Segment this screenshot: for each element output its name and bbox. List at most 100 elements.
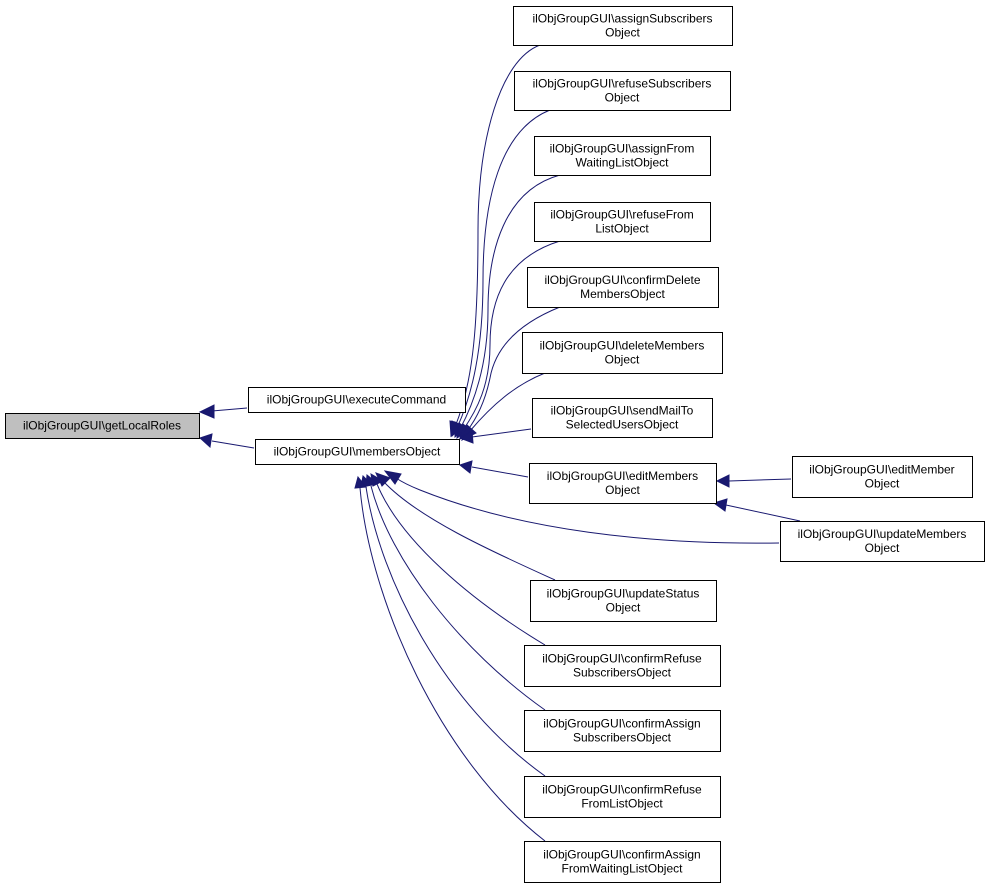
node-box[interactable]	[780, 521, 985, 562]
node-box[interactable]	[524, 645, 721, 687]
edge-membersObject-to-getLocalRoles	[199, 433, 255, 449]
edge-arrowhead	[715, 474, 730, 488]
node-box[interactable]	[255, 439, 460, 465]
edge-arrowhead	[199, 433, 213, 448]
edge-line	[459, 174, 561, 430]
node-box[interactable]	[534, 136, 711, 176]
node-label-line: ListObject	[595, 222, 649, 236]
edge-editMemberObject-to-editMembersObject	[715, 474, 792, 488]
node-box[interactable]	[524, 841, 721, 883]
node-getLocalRoles[interactable]: ilObjGroupGUI\getLocalRoles	[5, 413, 200, 439]
node-label-line: ilObjGroupGUI\confirmRefuse	[542, 652, 702, 666]
node-label-line: ilObjGroupGUI\confirmAssign	[543, 848, 700, 862]
edge-arrowhead	[458, 430, 474, 444]
edge-line	[370, 485, 546, 711]
nodes-layer: ilObjGroupGUI\getLocalRoles ilObjGroupGUI…	[5, 6, 985, 883]
node-box[interactable]	[5, 413, 200, 439]
node-label-line: ilObjGroupGUI\assignSubscribers	[532, 12, 712, 26]
node-box[interactable]	[792, 456, 973, 498]
edge-updateMembersObject-to-editMembersObject	[712, 498, 801, 522]
edge-line	[211, 407, 248, 412]
node-label-line: ilObjGroupGUI\getLocalRoles	[23, 419, 181, 433]
edge-line	[466, 306, 561, 432]
node-label-line: SubscribersObject	[573, 666, 672, 680]
node-label-line: Object	[605, 353, 640, 367]
edge-line	[359, 487, 546, 842]
node-confirmRefuseFromListObject[interactable]: ilObjGroupGUI\confirmRefuseFromListObjec…	[524, 776, 721, 818]
edge-line	[456, 109, 551, 429]
node-box[interactable]	[529, 463, 717, 504]
node-label-line: Object	[865, 477, 900, 491]
node-label-line: ilObjGroupGUI\editMember	[809, 463, 954, 477]
node-confirmAssignFromWaitingListObject[interactable]: ilObjGroupGUI\confirmAssignFromWaitingLi…	[524, 841, 721, 883]
edge-confirmAssignFromWaitingListObject-to-membersObject	[354, 475, 546, 842]
node-label-line: ilObjGroupGUI\membersObject	[274, 445, 441, 459]
node-confirmAssignSubscribersObject[interactable]: ilObjGroupGUI\confirmAssignSubscribersOb…	[524, 710, 721, 752]
edge-line	[376, 483, 546, 646]
edge-confirmAssignSubscribersObject-to-membersObject	[365, 474, 546, 711]
edge-arrowhead	[712, 498, 728, 512]
edge-line	[469, 372, 546, 432]
edge-line	[454, 44, 541, 428]
edges-layer	[198, 44, 801, 842]
node-label-line: SubscribersObject	[573, 731, 672, 745]
node-box[interactable]	[530, 580, 717, 622]
edge-line	[395, 477, 780, 544]
node-confirmRefuseSubscribersObject[interactable]: ilObjGroupGUI\confirmRefuseSubscribersOb…	[524, 645, 721, 687]
node-assignFromWaitingListObject[interactable]: ilObjGroupGUI\assignFromWaitingListObjec…	[534, 136, 711, 176]
edge-arrowhead	[198, 404, 215, 419]
node-label-line: FromListObject	[581, 797, 663, 811]
node-membersObject[interactable]: ilObjGroupGUI\membersObject	[255, 439, 460, 465]
node-box[interactable]	[514, 71, 731, 111]
edge-line	[365, 486, 546, 777]
node-box[interactable]	[532, 398, 713, 438]
node-box[interactable]	[524, 710, 721, 752]
node-label-line: ilObjGroupGUI\refuseSubscribers	[533, 77, 712, 91]
node-label-line: ilObjGroupGUI\confirmRefuse	[542, 783, 702, 797]
node-box[interactable]	[524, 776, 721, 818]
edge-line	[725, 504, 801, 522]
node-label-line: SelectedUsersObject	[566, 418, 679, 432]
edge-arrowhead	[354, 475, 367, 489]
node-label-line: ilObjGroupGUI\updateMembers	[798, 527, 967, 541]
edge-arrowhead	[458, 460, 473, 474]
edge-line	[728, 478, 792, 482]
edge-line	[211, 440, 255, 449]
node-box[interactable]	[522, 332, 723, 374]
node-label-line: ilObjGroupGUI\deleteMembers	[540, 339, 705, 353]
node-label-line: ilObjGroupGUI\sendMailTo	[551, 404, 694, 418]
node-label-line: Object	[605, 26, 640, 40]
edge-line	[471, 466, 529, 478]
node-label-line: Object	[605, 483, 640, 497]
node-box[interactable]	[248, 387, 466, 413]
node-label-line: Object	[606, 601, 641, 615]
node-label-line: Object	[605, 91, 640, 105]
node-label-line: ilObjGroupGUI\editMembers	[547, 469, 698, 483]
node-box[interactable]	[534, 202, 711, 242]
edge-confirmRefuseSubscribersObject-to-membersObject	[370, 473, 546, 646]
node-label-line: ilObjGroupGUI\assignFrom	[550, 142, 695, 156]
edge-executeCommand-to-getLocalRoles	[198, 404, 248, 419]
node-executeCommand[interactable]: ilObjGroupGUI\executeCommand	[248, 387, 466, 413]
node-label-line: MembersObject	[580, 287, 665, 301]
node-label-line: ilObjGroupGUI\refuseFrom	[550, 208, 693, 222]
node-box[interactable]	[527, 267, 719, 308]
node-label-line: ilObjGroupGUI\confirmAssign	[543, 717, 700, 731]
node-label-line: ilObjGroupGUI\executeCommand	[267, 393, 446, 407]
edge-line	[462, 240, 561, 431]
node-box[interactable]	[513, 6, 733, 46]
edge-line	[471, 428, 532, 438]
edge-line	[383, 481, 556, 581]
edge-confirmRefuseFromListObject-to-membersObject	[360, 474, 546, 777]
node-sendMailToSelectedUsersObject[interactable]: ilObjGroupGUI\sendMailToSelectedUsersObj…	[532, 398, 713, 438]
